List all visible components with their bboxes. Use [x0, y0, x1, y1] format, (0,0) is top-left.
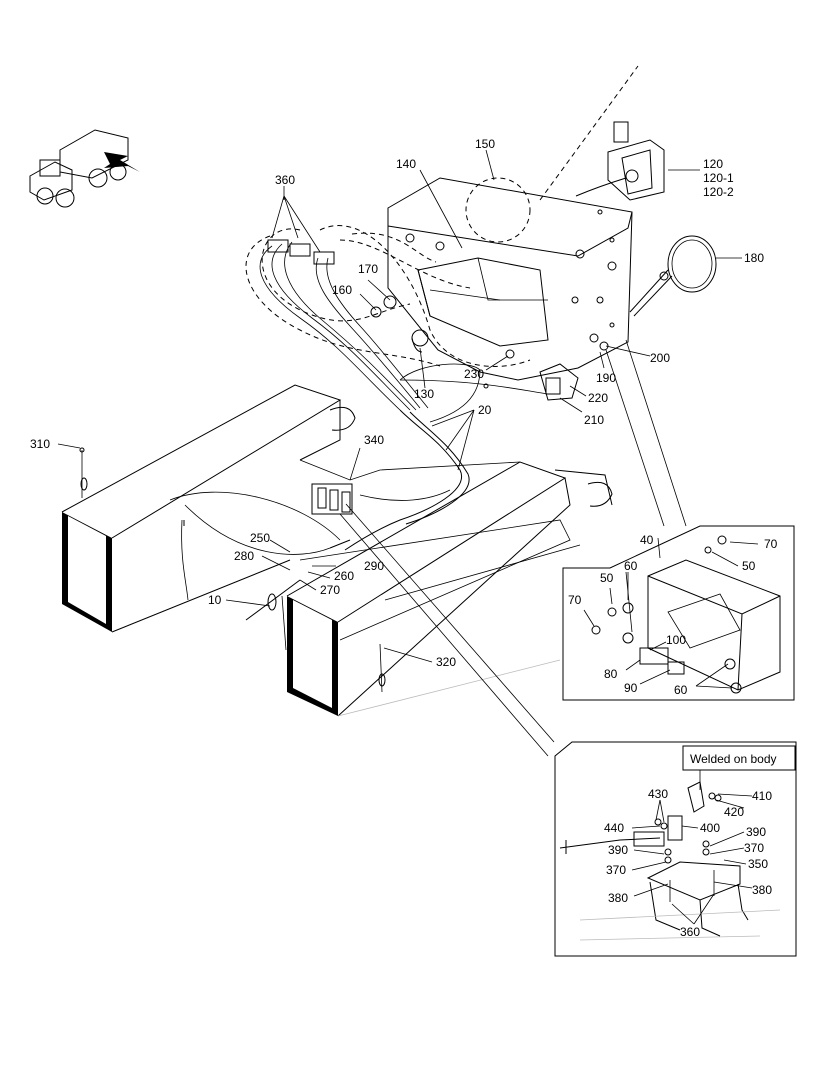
callout-10: 10 — [208, 593, 222, 607]
callout-160: 160 — [332, 283, 352, 297]
callout-120-2: 120-2 — [703, 185, 734, 199]
mounting-bracket-plate — [387, 65, 639, 381]
callout-400: 400 — [700, 821, 720, 835]
callout-430: 430 — [648, 787, 668, 801]
callout-70-top: 70 — [764, 537, 778, 551]
leader-lines — [57, 149, 742, 757]
detail-panel-a — [562, 525, 795, 701]
callout-20: 20 — [478, 403, 492, 417]
chassis-frame — [61, 384, 613, 717]
callout-180: 180 — [744, 251, 764, 265]
callout-70-left: 70 — [568, 593, 582, 607]
cable-harness — [169, 225, 549, 651]
callout-270: 270 — [320, 583, 340, 597]
callout-200: 200 — [650, 351, 670, 365]
callout-100: 100 — [666, 633, 686, 647]
callout-190: 190 — [596, 371, 616, 385]
detail-panel-b — [554, 741, 797, 957]
callout-120-1: 120-1 — [703, 171, 734, 185]
callout-140: 140 — [396, 157, 416, 171]
callout-370-left: 370 — [606, 863, 626, 877]
callout-40: 40 — [640, 533, 654, 547]
callout-380-left: 380 — [608, 891, 628, 905]
ground-cables — [79, 447, 386, 693]
callout-60-bottom: 60 — [674, 683, 688, 697]
callout-380-right: 380 — [752, 883, 772, 897]
hardware-parts — [370, 295, 609, 359]
callout-440: 440 — [604, 821, 624, 835]
callout-80: 80 — [604, 667, 618, 681]
work-lamp — [575, 121, 665, 201]
callout-90: 90 — [624, 681, 638, 695]
callout-120: 120 — [703, 157, 723, 171]
callout-310: 310 — [30, 437, 50, 451]
callout-320: 320 — [436, 655, 456, 669]
welded-note: Welded on body — [690, 752, 777, 766]
callout-410: 410 — [752, 789, 772, 803]
callout-210: 210 — [584, 413, 604, 427]
callout-130: 130 — [414, 387, 434, 401]
callout-360-detail: 360 — [680, 925, 700, 939]
callout-280: 280 — [234, 549, 254, 563]
mirror — [629, 235, 717, 317]
callout-340: 340 — [364, 433, 384, 447]
callout-60-top: 60 — [624, 559, 638, 573]
note-box — [682, 745, 796, 771]
callout-170: 170 — [358, 262, 378, 276]
callout-420: 420 — [724, 805, 744, 819]
arrow-icon — [104, 152, 140, 172]
truck-locator-icon — [29, 129, 140, 208]
callout-50-top: 50 — [742, 559, 756, 573]
callout-290: 290 — [364, 559, 384, 573]
callout-50-left: 50 — [600, 571, 614, 585]
callout-390-left: 390 — [608, 843, 628, 857]
side-light — [539, 363, 579, 401]
callout-350: 350 — [748, 857, 768, 871]
control-lever — [245, 539, 351, 621]
callout-260: 260 — [334, 569, 354, 583]
callout-150: 150 — [475, 137, 495, 151]
callout-230: 230 — [464, 367, 484, 381]
callout-labels: 150 140 120 120-1 120-2 360 170 160 180 … — [30, 137, 778, 939]
valve-block — [311, 483, 353, 515]
callout-220: 220 — [588, 391, 608, 405]
callout-250: 250 — [250, 531, 270, 545]
callout-360: 360 — [275, 173, 295, 187]
callout-390-right: 390 — [746, 825, 766, 839]
callout-370-right: 370 — [744, 841, 764, 855]
